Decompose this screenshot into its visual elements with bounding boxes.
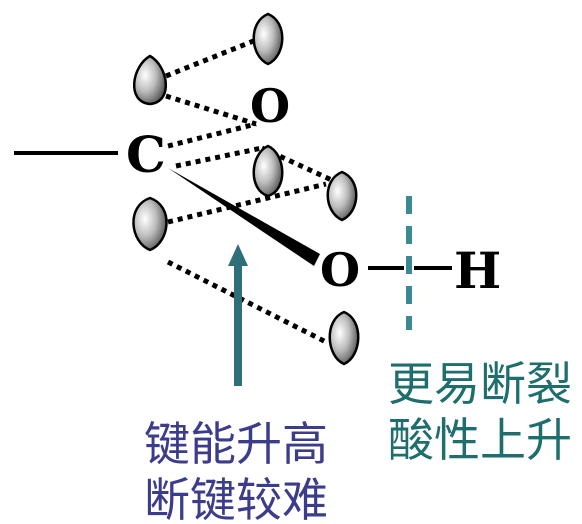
atom-carbon: C [126, 125, 166, 184]
orbital-oxygen-top-upper [252, 12, 284, 66]
orbital-oxygen-top-lower [252, 144, 284, 198]
atom-hydrogen: H [454, 241, 501, 300]
annotation-acidity: 更易断裂 酸性上升 [380, 356, 580, 468]
wedge-bond-c-o [168, 168, 320, 266]
bond-strength-arrow [228, 244, 248, 386]
atom-oxygen-bottom: O [320, 243, 360, 297]
atom-oxygen-top: O [250, 79, 290, 133]
orbital-carbon-bottom [132, 196, 168, 252]
annotation-bond-strength-line1: 键能升高 [144, 417, 328, 471]
orbital-oxygen-bottom-upper [326, 170, 358, 222]
annotation-acidity-line2: 酸性上升 [388, 413, 572, 467]
annotation-bond-strength: 键能升高 断键较难 [136, 416, 336, 524]
annotation-acidity-line1: 更易断裂 [388, 357, 572, 411]
orbital-carbon-top [133, 54, 167, 106]
p-orbitals [132, 12, 360, 366]
orbital-oxygen-bottom-lower [328, 310, 360, 366]
annotation-bond-strength-line2: 断键较难 [144, 473, 328, 524]
